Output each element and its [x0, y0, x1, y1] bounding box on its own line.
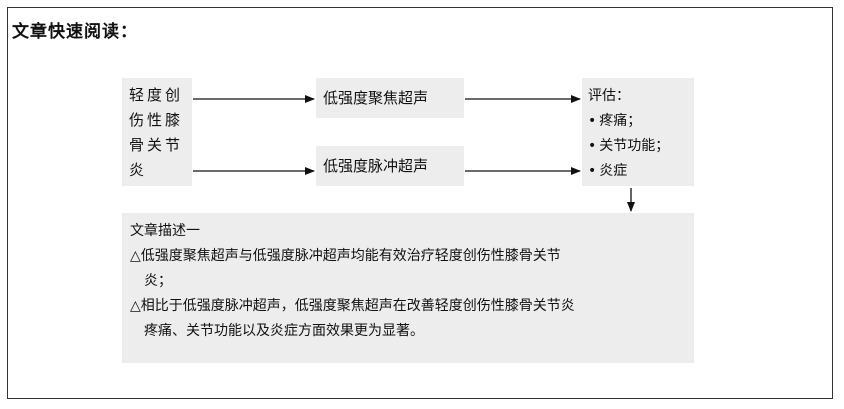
evaluation-item-pain: •疼痛；	[588, 109, 694, 134]
summary-point: △相比于低强度脉冲超声，低强度聚焦超声在改善轻度创伤性膝骨关节炎 疼痛、关节功能…	[130, 294, 686, 344]
evaluation-item-inflammation: •炎症	[588, 159, 694, 184]
bullet-icon: •	[588, 113, 597, 129]
summary-point-line: 疼痛、关节功能以及炎症方面效果更为显著。	[144, 323, 424, 339]
method-box-focused-ultrasound: 低强度聚焦超声	[316, 78, 464, 118]
page-title: 文章快速阅读：	[12, 22, 138, 42]
summary-point-line: 炎；	[144, 273, 172, 289]
summary-box: 文章描述一 △低强度聚焦超声与低强度脉冲超声均能有效治疗轻度创伤性膝骨关节 炎；…	[122, 213, 694, 363]
summary-point-line: △相比于低强度脉冲超声，低强度聚焦超声在改善轻度创伤性膝骨关节炎	[130, 298, 575, 314]
bullet-icon: •	[588, 163, 597, 179]
evaluation-item-label: 炎症	[599, 163, 628, 179]
evaluation-title: 评估：	[588, 88, 630, 104]
condition-line: 轻度创	[129, 86, 184, 104]
evaluation-item-joint-function: •关节功能；	[588, 134, 694, 159]
condition-box: 轻度创 伤性膝 骨关节 炎	[122, 78, 192, 186]
method-box-pulsed-ultrasound: 低强度脉冲超声	[316, 146, 464, 186]
evaluation-box: 评估： •疼痛； •关节功能； •炎症	[582, 78, 694, 186]
condition-line: 伤性膝	[129, 111, 184, 129]
condition-line: 炎	[129, 161, 148, 179]
summary-point-line: △低强度聚焦超声与低强度脉冲超声均能有效治疗轻度创伤性膝骨关节	[130, 248, 561, 264]
evaluation-item-label: 疼痛；	[599, 113, 642, 129]
bullet-icon: •	[588, 138, 597, 154]
summary-point: △低强度聚焦超声与低强度脉冲超声均能有效治疗轻度创伤性膝骨关节 炎；	[130, 244, 686, 294]
summary-title: 文章描述一	[130, 223, 200, 239]
figure-frame	[7, 7, 833, 399]
condition-line: 骨关节	[129, 136, 184, 154]
evaluation-item-label: 关节功能；	[599, 138, 670, 154]
